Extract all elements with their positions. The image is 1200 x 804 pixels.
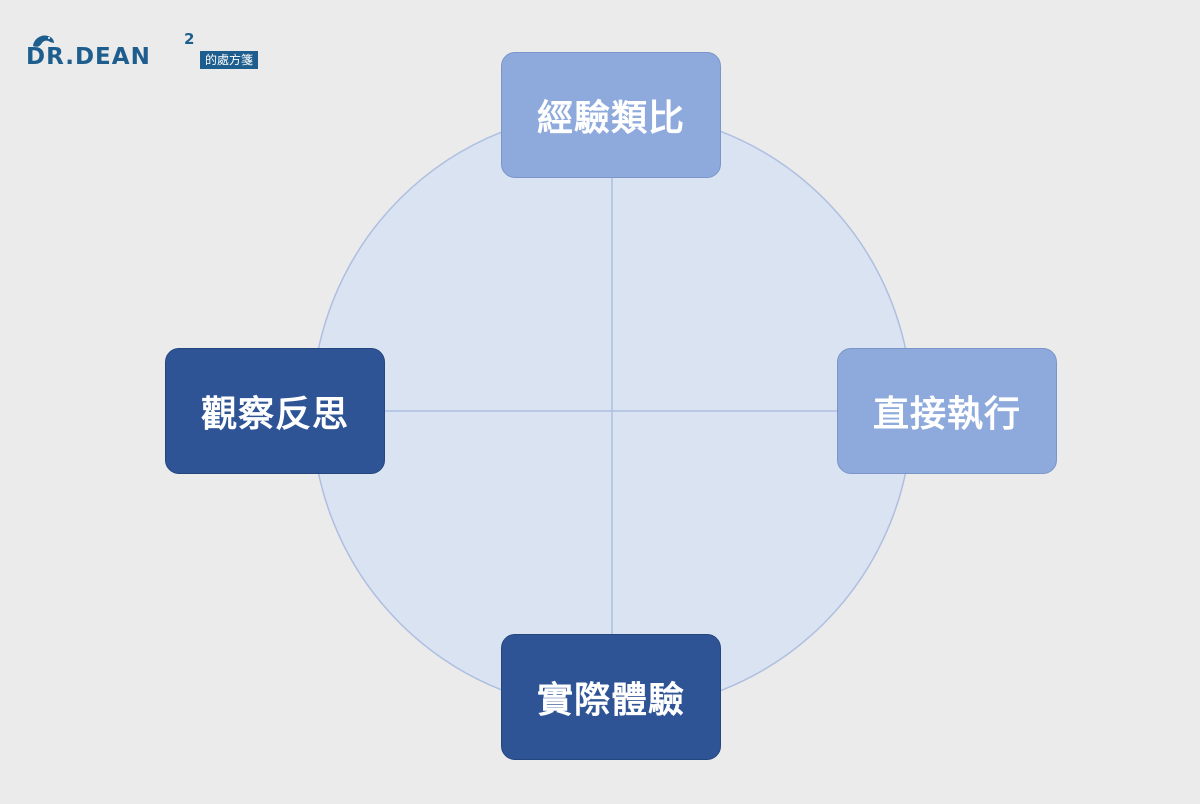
node-experience-analogy: 經驗類比 [501, 52, 721, 178]
logo-superscript: 2 [184, 30, 195, 48]
node-actual-experience: 實際體驗 [501, 634, 721, 760]
logo-text: DR.DEAN [26, 44, 151, 70]
logo-badge: 的處方箋 [200, 51, 259, 69]
brand-logo: DR.DEAN 2 的處方箋 [26, 28, 259, 78]
node-observe-reflect: 觀察反思 [165, 348, 385, 474]
bird-icon [33, 35, 54, 47]
node-direct-execution: 直接執行 [837, 348, 1057, 474]
